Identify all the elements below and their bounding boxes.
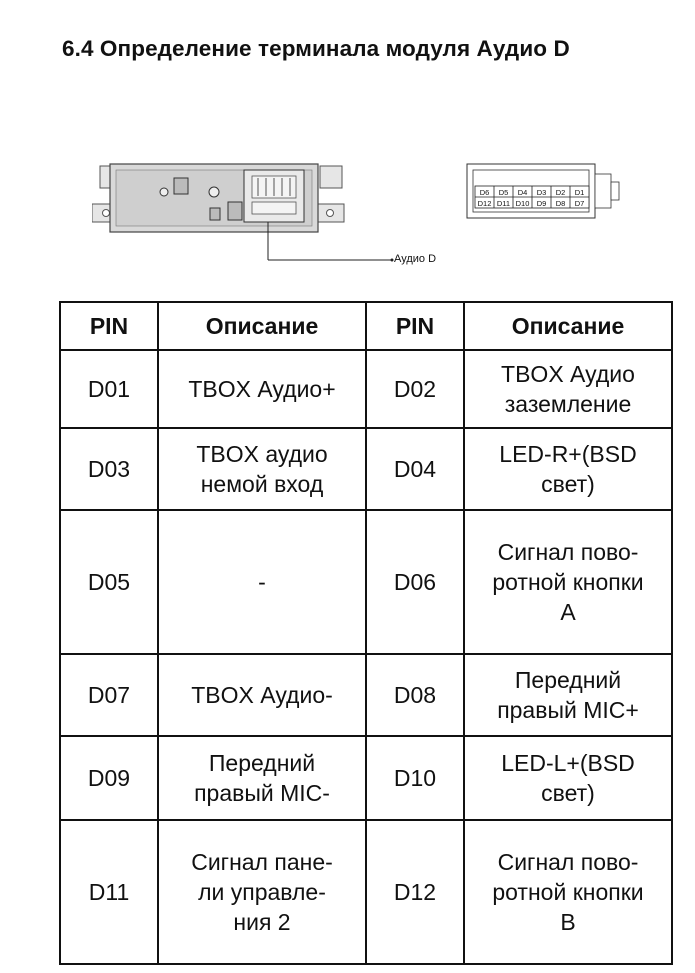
- description-cell: TBOX Аудио заземление: [463, 349, 673, 429]
- pin-label: D6: [480, 188, 490, 197]
- description-cell: TBOX аудио немой вход: [157, 427, 367, 511]
- pin-cell: D12: [365, 819, 465, 965]
- table-row: D05 - D06 Сигнал пово- ротной кнопки A: [59, 509, 673, 655]
- page-title: 6.4 Определение терминала модуля Аудио D: [62, 36, 570, 61]
- table-row: D03 TBOX аудио немой вход D04 LED-R+(BSD…: [59, 427, 673, 511]
- pin-label: D11: [497, 199, 510, 208]
- table-header-row: PIN Описание PIN Описание: [59, 301, 673, 351]
- pin-label: D8: [556, 199, 566, 208]
- pin-label: D2: [556, 188, 566, 197]
- pin-label: D12: [478, 199, 492, 208]
- pin-cell: D08: [365, 653, 465, 737]
- description-cell: TBOX Аудио-: [157, 653, 367, 737]
- header-description: Описание: [463, 301, 673, 351]
- pin-label: D1: [575, 188, 585, 197]
- pin-cell: D04: [365, 427, 465, 511]
- pin-label: D4: [518, 188, 528, 197]
- pin-cell: D02: [365, 349, 465, 429]
- pin-cell: D06: [365, 509, 465, 655]
- pin-cell: D03: [59, 427, 159, 511]
- description-cell: Передний правый MIC+: [463, 653, 673, 737]
- audio-module-illustration: [92, 163, 394, 262]
- connector-pinout-diagram: D6 D5 D4 D3 D2 D1 D12 D11 D10 D9 D8 D7: [466, 163, 620, 219]
- description-cell: LED-L+(BSD свет): [463, 735, 673, 821]
- callout-label-audio-d: Аудио D: [394, 253, 437, 265]
- table-row: D07 TBOX Аудио- D08 Передний правый MIC+: [59, 653, 673, 737]
- pin-label: D3: [537, 188, 547, 197]
- pin-cell: D09: [59, 735, 159, 821]
- description-cell: Передний правый MIC-: [157, 735, 367, 821]
- description-cell: Сигнал пане- ли управле- ния 2: [157, 819, 367, 965]
- table-row: D09 Передний правый MIC- D10 LED-L+(BSD …: [59, 735, 673, 821]
- description-cell: LED-R+(BSD свет): [463, 427, 673, 511]
- table-row: D11 Сигнал пане- ли управле- ния 2 D12 С…: [59, 819, 673, 965]
- pin-cell: D10: [365, 735, 465, 821]
- pin-label: D10: [516, 199, 530, 208]
- pin-label: D7: [575, 199, 585, 208]
- description-cell: Сигнал пово- ротной кнопки A: [463, 509, 673, 655]
- pin-label: D5: [499, 188, 509, 197]
- pin-cell: D05: [59, 509, 159, 655]
- header-description: Описание: [157, 301, 367, 351]
- pin-cell: D11: [59, 819, 159, 965]
- pin-label: D9: [537, 199, 547, 208]
- pin-cell: D07: [59, 653, 159, 737]
- header-pin: PIN: [365, 301, 465, 351]
- description-cell: TBOX Аудио+: [157, 349, 367, 429]
- pin-cell: D01: [59, 349, 159, 429]
- description-cell: -: [157, 509, 367, 655]
- pin-definition-table: PIN Описание PIN Описание D01 TBOX Аудио…: [59, 301, 673, 965]
- table-row: D01 TBOX Аудио+ D02 TBOX Аудио заземлени…: [59, 349, 673, 429]
- description-cell: Сигнал пово- ротной кнопки B: [463, 819, 673, 965]
- header-pin: PIN: [59, 301, 159, 351]
